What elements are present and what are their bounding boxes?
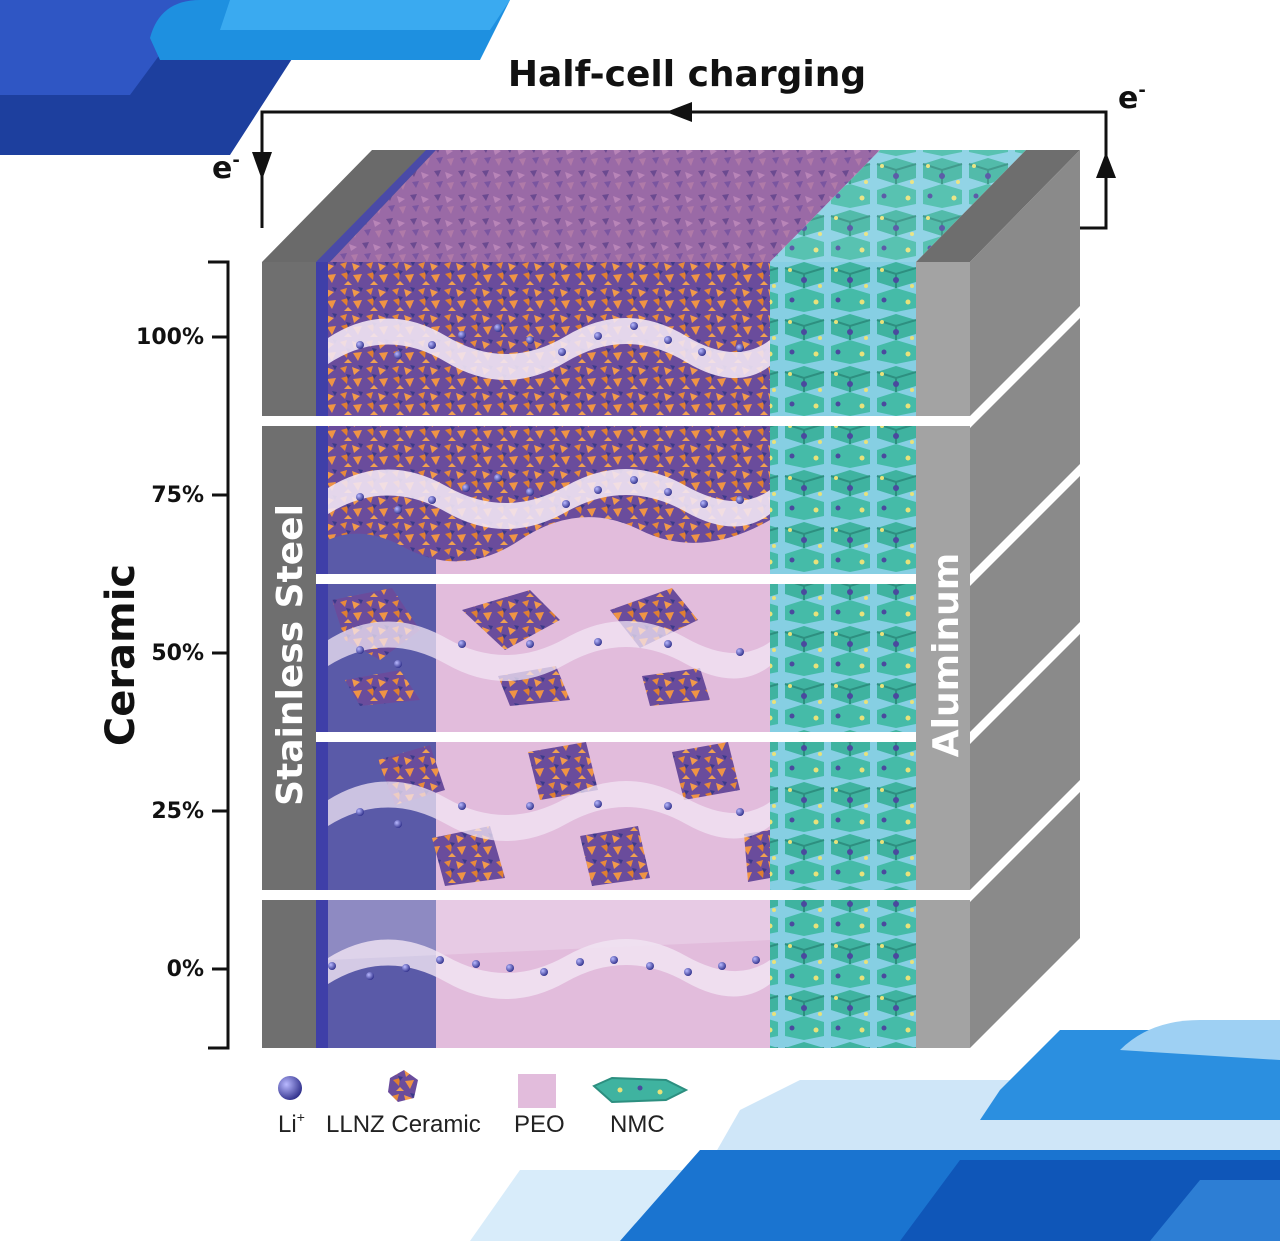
legend: Li+ LLNZ Ceramic PEO NMC: [278, 1070, 689, 1138]
level-separators: [262, 416, 970, 900]
decor-bottom-right: [470, 1020, 1280, 1241]
current-direction-arrow-icon: [666, 102, 692, 122]
aluminum-collector: [916, 262, 970, 1048]
diagram-title: Half-cell charging: [508, 54, 866, 95]
ceramic-particle-icon: [388, 1070, 418, 1102]
legend-label-peo: PEO: [514, 1111, 565, 1138]
legend-label-ceramic: LLNZ Ceramic: [326, 1111, 481, 1138]
level-label: 75%: [151, 483, 204, 508]
electron-label-left: e-: [212, 150, 240, 186]
legend-label-nmc: NMC: [610, 1111, 665, 1138]
electron-down-arrow-icon: [252, 152, 272, 180]
level-label: 0%: [167, 957, 204, 982]
level-label: 25%: [151, 799, 204, 824]
level-label: 50%: [151, 641, 204, 666]
peo-swatch-icon: [518, 1074, 556, 1108]
axis-title: Ceramic: [98, 564, 144, 746]
ceramic-axis: [208, 260, 230, 1050]
cell-top-face: [262, 150, 1080, 262]
decor-top-left: [0, 0, 510, 155]
stainless-steel-collector: [262, 262, 316, 1048]
electron-up-arrow-icon: [1096, 152, 1116, 178]
nmc-cathode: [770, 262, 916, 1048]
cell-right-face: [970, 150, 1080, 1048]
legend-label-li: Li+: [278, 1109, 305, 1138]
nmc-crystal-icon: [592, 1076, 689, 1104]
level-label: 100%: [136, 325, 204, 350]
aluminum-label: Aluminum: [926, 553, 967, 757]
lithium-anode: [316, 262, 328, 1048]
electron-label-right: e-: [1118, 80, 1146, 116]
electrolyte-region: [328, 262, 770, 1048]
li-ion-icon: [278, 1076, 302, 1100]
stainless-steel-label: Stainless Steel: [270, 504, 311, 806]
